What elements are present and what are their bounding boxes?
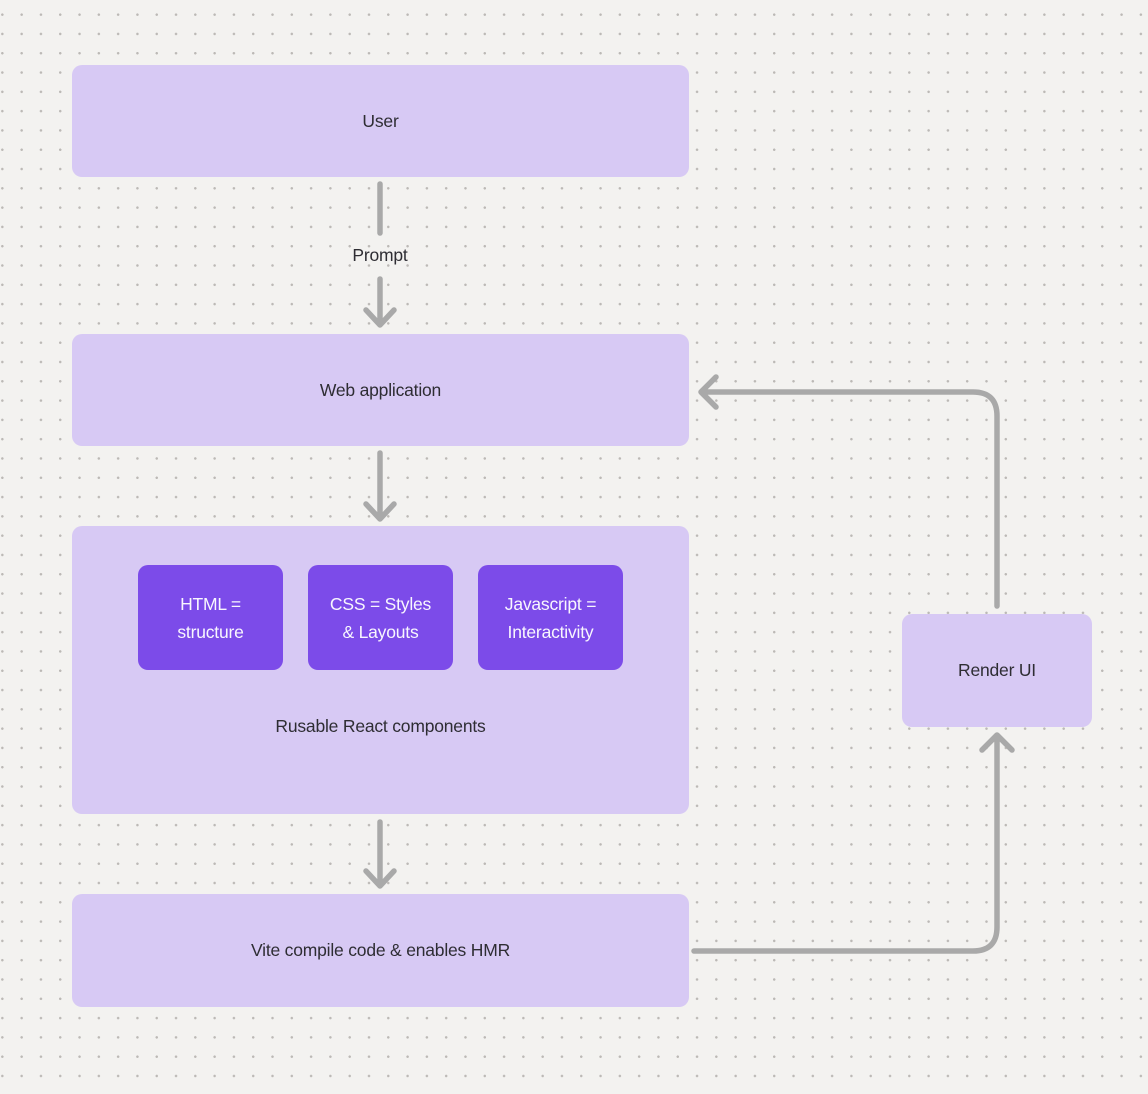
chip-javascript-line2: Interactivity [507, 621, 594, 642]
chip-javascript-line1: Javascript = [504, 593, 597, 614]
edge-components-to-vite-arrow[interactable] [363, 819, 397, 889]
edge-render-ui-to-web-arrow[interactable] [698, 374, 1000, 609]
node-vite[interactable]: Vite compile code & enables HMR [72, 894, 689, 1007]
node-vite-label: Vite compile code & enables HMR [250, 940, 511, 960]
node-render-ui-label: Render UI [958, 660, 1036, 680]
node-user-label: User [362, 110, 399, 131]
chip-html-line1: HTML = [180, 593, 241, 614]
chip-javascript[interactable]: Javascript = Interactivity [478, 565, 623, 670]
node-render-ui[interactable]: Render UI [902, 614, 1092, 727]
node-user[interactable]: User [72, 65, 689, 177]
components-group-label: Rusable React components [275, 716, 486, 736]
chip-css[interactable]: CSS = Styles & Layouts [308, 565, 453, 670]
chip-html[interactable]: HTML = structure [138, 565, 283, 670]
components-chip-row: HTML = structure CSS = Styles & Layouts … [138, 565, 623, 670]
chip-html-line2: structure [177, 621, 244, 642]
node-web-application-label: Web application [319, 379, 442, 400]
node-components-group[interactable]: HTML = structure CSS = Styles & Layouts … [72, 526, 689, 814]
edge-label-prompt[interactable]: Prompt [352, 245, 408, 265]
edge-prompt-to-web-arrow[interactable] [363, 276, 397, 328]
node-web-application[interactable]: Web application [72, 334, 689, 446]
edge-web-to-components-arrow[interactable] [363, 450, 397, 522]
chip-css-line1: CSS = Styles [329, 593, 432, 614]
chip-css-line2: & Layouts [342, 621, 419, 642]
edge-vite-to-render-ui-arrow[interactable] [691, 732, 1015, 954]
